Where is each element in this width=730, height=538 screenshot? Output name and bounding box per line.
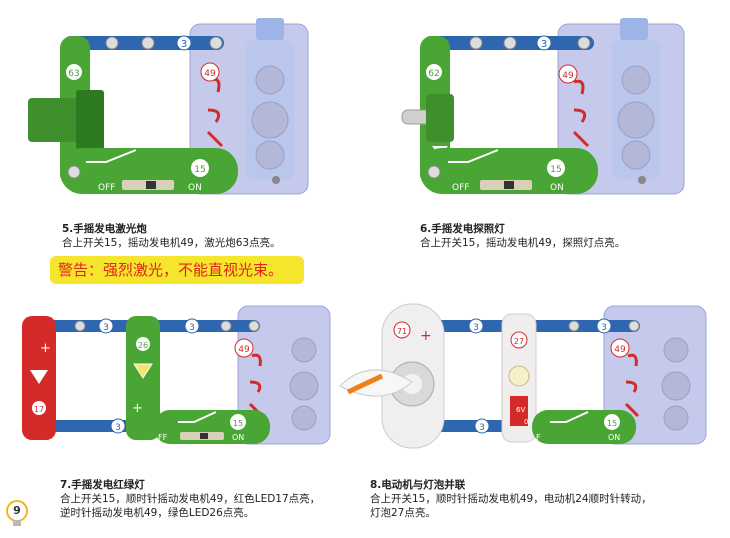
figure-5-diagram: 49 3 63 + 15 OFF ON — [28, 18, 309, 195]
wire-label-top2: 3 — [189, 323, 195, 333]
figure-8-title: 8.电动机与灯泡并联 — [370, 479, 466, 491]
green-led-label: 26 — [138, 341, 148, 350]
figure-7-caption: 7.手摇发电红绿灯 合上开关15，顺时针摇动发电机49，红色LED17点亮， 逆… — [60, 478, 360, 520]
red-led-label: 17 — [34, 405, 44, 414]
bulb-current: 0.6A — [524, 418, 540, 426]
figure-8-diagram: 49 3 3 3 71 + 27 6V 0.6A 15 F ON — [339, 303, 707, 449]
figure-8-desc-2: 灯泡27点亮。 — [370, 507, 436, 519]
page-number: 9 — [6, 500, 28, 528]
motor-label: 49 — [238, 345, 250, 355]
figure-6-diagram: 49 3 62 + 15 OFF ON — [401, 18, 685, 195]
wire-label-top: 3 — [473, 323, 479, 333]
part-label: 63 — [68, 69, 79, 79]
figure-6-title: 6.手摇发电探照灯 — [420, 223, 505, 235]
off-label: OFF — [452, 183, 469, 193]
on-label: ON — [232, 433, 244, 442]
page-number-text: 9 — [13, 504, 21, 517]
on-label: ON — [608, 433, 620, 442]
figure-5-title: 5.手摇发电激光炮 — [62, 223, 147, 235]
figure-7-diagram: 49 3 3 3 17 + 26 + 15 FF ON — [22, 305, 331, 445]
off-label: F — [536, 433, 541, 442]
laser-warning: 警告：强烈激光，不能直视光束。 — [50, 256, 304, 284]
motor-label: 49 — [614, 345, 626, 355]
figure-6-desc: 合上开关15，摇动发电机49，探照灯点亮。 — [420, 237, 626, 249]
on-label: ON — [550, 183, 564, 193]
figure-7-desc-1: 合上开关15，顺时针摇动发电机49，红色LED17点亮， — [60, 493, 321, 505]
plus-label-red: + — [40, 341, 51, 356]
on-label: ON — [188, 183, 202, 193]
plus-label-motor: + — [420, 328, 432, 344]
off-label: FF — [158, 433, 168, 442]
figure-7-title: 7.手摇发电红绿灯 — [60, 479, 145, 491]
figure-8-desc-1: 合上开关15，顺时针摇动发电机49，电动机24顺时针转动， — [370, 493, 652, 505]
motor-label: 49 — [204, 69, 216, 79]
plus-label: + — [454, 63, 467, 82]
wire-label-bottom: 3 — [115, 423, 121, 433]
wire-label-top: 3 — [103, 323, 109, 333]
figure-8-caption: 8.电动机与灯泡并联 合上开关15，顺时针摇动发电机49，电动机24顺时针转动，… — [370, 478, 710, 520]
part-label: 62 — [428, 69, 439, 79]
motor-label: 49 — [562, 71, 574, 81]
figure-5-desc: 合上开关15，摇动发电机49，激光炮63点亮。 — [62, 237, 281, 249]
wire-label-bottom: 3 — [479, 423, 485, 433]
switch-label: 15 — [550, 165, 561, 175]
switch-label: 15 — [194, 165, 205, 175]
bulb-icon — [6, 500, 28, 526]
motor2-label: 71 — [397, 327, 407, 336]
wire-label: 3 — [181, 39, 187, 50]
figure-6-caption: 6.手摇发电探照灯 合上开关15，摇动发电机49，探照灯点亮。 — [420, 222, 710, 250]
off-label: OFF — [98, 183, 115, 193]
switch-label: 15 — [233, 419, 243, 428]
wire-label-top2: 3 — [601, 323, 607, 333]
plus-label-green: + — [132, 401, 143, 416]
plus-label: + — [94, 63, 107, 82]
figure-7-desc-2: 逆时针摇动发电机49，绿色LED26点亮。 — [60, 507, 255, 519]
switch-label: 15 — [607, 419, 617, 428]
figure-5-caption: 5.手摇发电激光炮 合上开关15，摇动发电机49，激光炮63点亮。 — [62, 222, 342, 250]
bulb-voltage: 6V — [516, 406, 525, 414]
bulb-label: 27 — [514, 337, 524, 346]
wire-label: 3 — [541, 39, 547, 50]
